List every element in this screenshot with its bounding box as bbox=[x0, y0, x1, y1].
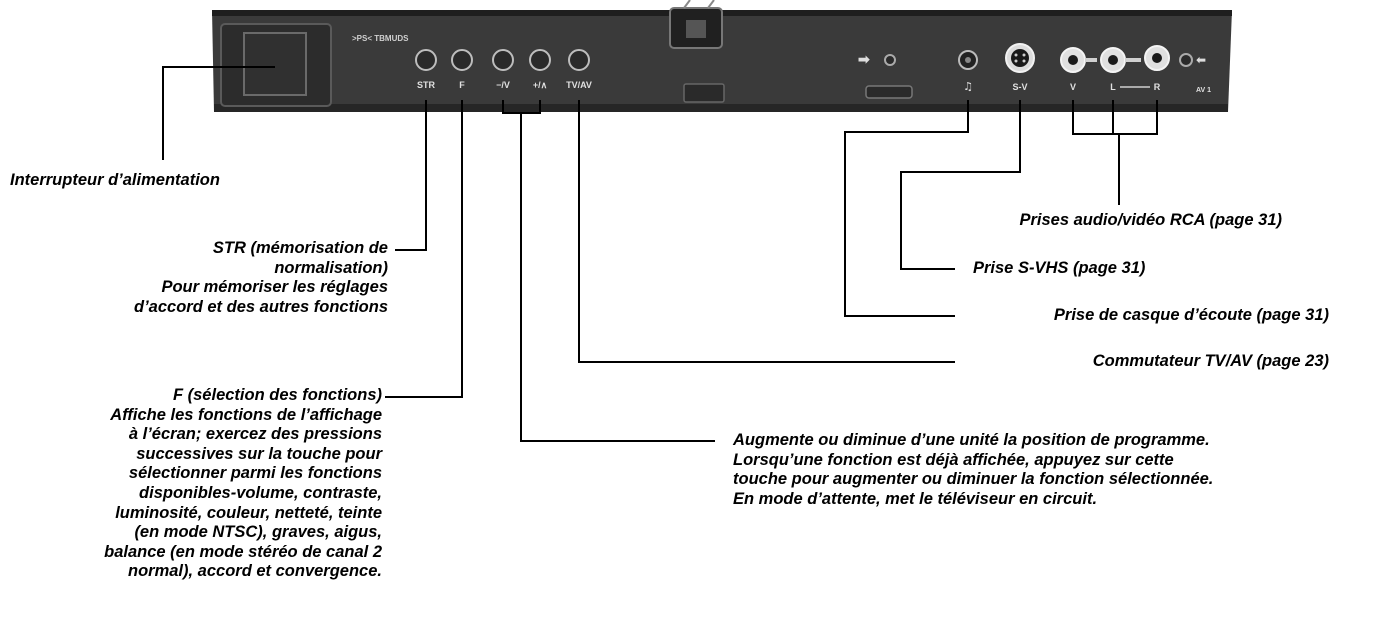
power-button[interactable] bbox=[244, 33, 306, 95]
label-line: (en mode NTSC), graves, aigus, bbox=[104, 523, 382, 543]
arrow-left-icon: ⬅ bbox=[1196, 53, 1206, 67]
leader-f bbox=[385, 100, 462, 397]
label-line: En mode d’attente, met le téléviseur en … bbox=[733, 490, 1213, 510]
svg-text:➡: ➡ bbox=[858, 51, 870, 67]
s-video-jack-label: S-V bbox=[1012, 82, 1027, 92]
button-minus-v-label: −/V bbox=[496, 80, 510, 90]
label-line: à l’écran; exercez des pressions bbox=[104, 425, 382, 445]
label-line: Prise S-VHS (page 31) bbox=[973, 259, 1145, 279]
label-line: sélectionner parmi les fonctions bbox=[104, 464, 382, 484]
label-rca-jacks: Prises audio/vidéo RCA (page 31) bbox=[1019, 211, 1282, 231]
label-line: Lorsqu’une fonction est déjà affichée, a… bbox=[733, 451, 1213, 471]
leader-str bbox=[395, 100, 426, 250]
label-line: Affiche les fonctions de l’affichage bbox=[104, 406, 382, 426]
label-f: F (sélection des fonctions) Affiche les … bbox=[104, 386, 382, 582]
label-headphone-jack: Prise de casque d’écoute (page 31) bbox=[1054, 306, 1329, 326]
label-line: disponibles-volume, contraste, bbox=[104, 484, 382, 504]
label-line: successives sur la touche pour bbox=[104, 445, 382, 465]
label-program-up-down: Augmente ou diminue d’une unité la posit… bbox=[733, 431, 1213, 509]
label-line: F (sélection des fonctions) bbox=[104, 386, 382, 406]
button-tv-av-label: TV/AV bbox=[566, 80, 592, 90]
button-f-label: F bbox=[459, 80, 465, 90]
label-line: STR (mémorisation de bbox=[134, 239, 388, 259]
label-line: Augmente ou diminue d’une unité la posit… bbox=[733, 431, 1213, 451]
label-line: Pour mémoriser les réglages bbox=[134, 278, 388, 298]
label-tv-av-switch: Commutateur TV/AV (page 23) bbox=[1093, 352, 1329, 372]
label-line: normalisation) bbox=[134, 259, 388, 279]
leader-updown bbox=[521, 113, 715, 441]
label-line: touche pour augmenter ou diminuer la fon… bbox=[733, 470, 1213, 490]
label-line: Interrupteur d’alimentation bbox=[10, 171, 220, 191]
panel-header-text: >PS< TBMUDS bbox=[352, 34, 409, 43]
label-line: d’accord et des autres fonctions bbox=[134, 298, 388, 318]
label-line: Prises audio/vidéo RCA (page 31) bbox=[1019, 211, 1282, 231]
label-line: luminosité, couleur, netteté, teinte bbox=[104, 504, 382, 524]
label-line: normal), accord et convergence. bbox=[104, 562, 382, 582]
audio-r-jack-label: R bbox=[1154, 82, 1161, 92]
label-power-switch: Interrupteur d’alimentation bbox=[10, 171, 220, 191]
video-jack-label: V bbox=[1070, 82, 1076, 92]
leader-svhs bbox=[901, 100, 1020, 269]
button-str-label: STR bbox=[417, 80, 436, 90]
label-svhs-jack: Prise S-VHS (page 31) bbox=[973, 259, 1145, 279]
av1-label: AV 1 bbox=[1196, 87, 1211, 94]
headphone-icon: ♫ bbox=[963, 80, 973, 93]
label-line: Prise de casque d’écoute (page 31) bbox=[1054, 306, 1329, 326]
label-str: STR (mémorisation de normalisation) Pour… bbox=[134, 239, 388, 317]
label-line: Commutateur TV/AV (page 23) bbox=[1093, 352, 1329, 372]
audio-l-jack-label: L bbox=[1110, 82, 1116, 92]
label-line: balance (en mode stéréo de canal 2 bbox=[104, 543, 382, 563]
button-plus-a-label: +/∧ bbox=[533, 80, 547, 90]
leader-headphone bbox=[845, 100, 968, 316]
leader-tvav bbox=[579, 100, 955, 362]
